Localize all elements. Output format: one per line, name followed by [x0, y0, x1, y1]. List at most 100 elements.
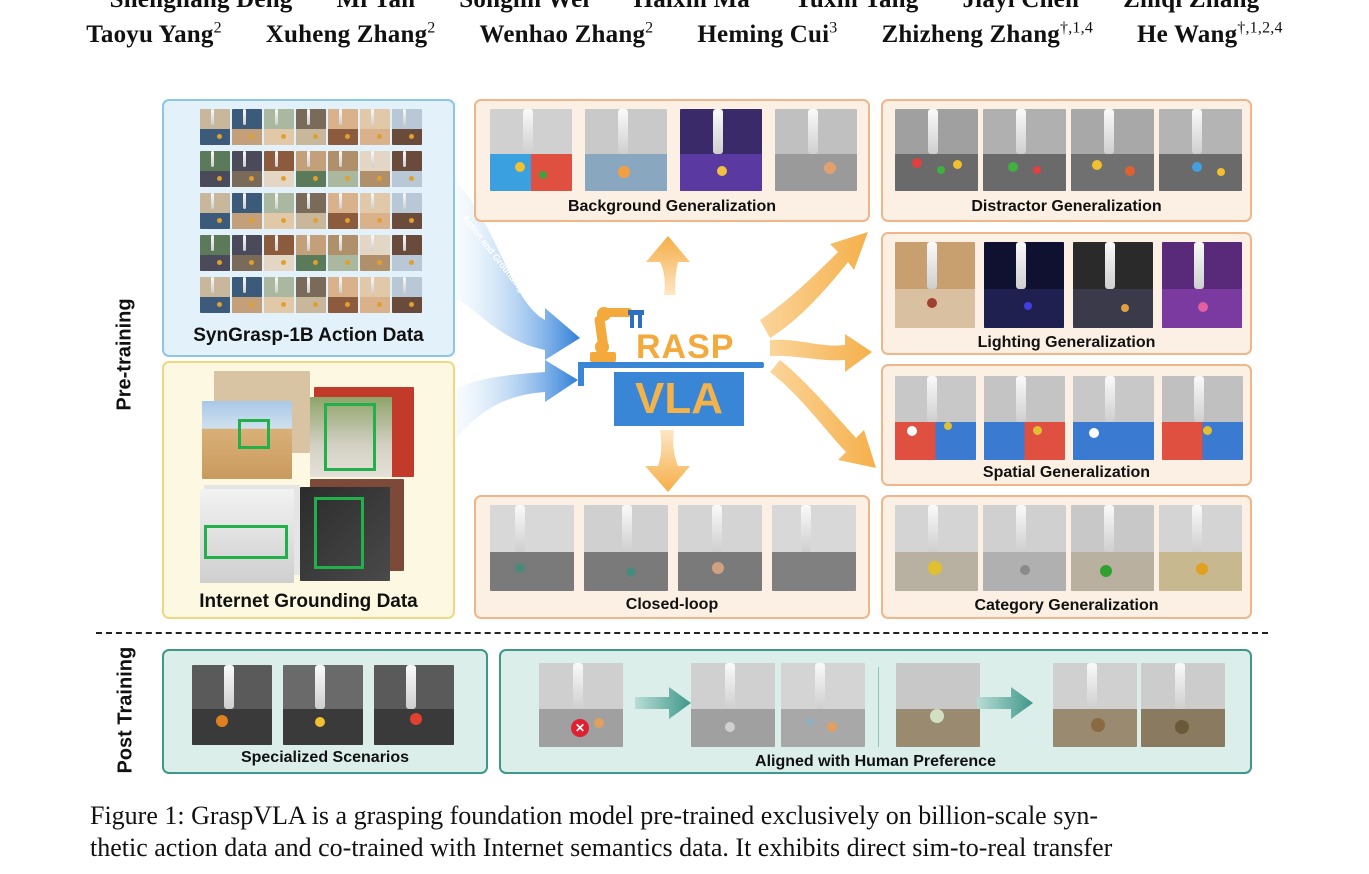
scene-photo [296, 109, 326, 145]
caption-line-2: thetic action data and co-trained with I… [90, 833, 1113, 862]
grounding-box [238, 419, 270, 449]
scene-object [824, 162, 837, 175]
scene-object [248, 260, 254, 266]
scene-object [312, 134, 318, 140]
robot-arm [370, 109, 375, 126]
scene-photo [392, 193, 422, 229]
photo-floor [296, 128, 326, 145]
scene-photo [678, 505, 762, 591]
robot-arm [274, 151, 279, 168]
photo-floor [283, 709, 363, 745]
photo-row [895, 109, 1243, 191]
photo-floor [1073, 289, 1153, 328]
robot-arm [306, 193, 311, 210]
photo-floor [984, 422, 1065, 460]
scene-photo [264, 193, 294, 229]
robot-arm [274, 277, 279, 294]
scene-photo [584, 505, 668, 591]
photo-floor [296, 212, 326, 229]
photo-floor [264, 296, 294, 313]
photo-floor [200, 128, 230, 145]
photo-floor [296, 254, 326, 271]
scene-object [344, 176, 350, 182]
human-pref-photos: ✕ [539, 663, 1225, 749]
author-affiliation: †,1,4 [1060, 20, 1094, 37]
photo-floor [328, 170, 358, 187]
spatial-title: Spatial Generalization [982, 464, 1151, 481]
robot-arm [274, 235, 279, 252]
scene-object [376, 218, 382, 224]
scene-photo [360, 277, 390, 313]
scene-photo [772, 505, 856, 591]
scene-object [1196, 563, 1209, 576]
photo-floor [328, 212, 358, 229]
category-title: Category Generalization [974, 597, 1159, 614]
scene-object [408, 134, 414, 140]
robot-arm [927, 376, 938, 423]
robot-arm [1104, 109, 1115, 155]
robot-arm [306, 151, 311, 168]
robot-arm [338, 277, 343, 294]
robot-arm [242, 109, 247, 126]
scene-object [716, 166, 727, 177]
scene-object [216, 302, 222, 308]
photo-floor [360, 128, 390, 145]
photo-floor [360, 296, 390, 313]
photo-floor [781, 709, 865, 747]
closed-loop-panel: Closed-loop [474, 495, 870, 619]
scene-photo [1162, 242, 1242, 328]
author-name: Zhiqi Zhang [1123, 0, 1259, 13]
scene-object [248, 218, 254, 224]
scene-object [911, 158, 922, 169]
robot-arm [370, 193, 375, 210]
scene-photo [895, 505, 978, 591]
photo-floor [1071, 154, 1154, 191]
scene-photo [691, 663, 775, 747]
photo-floor [1073, 422, 1154, 460]
photo-floor [296, 296, 326, 313]
photo-floor [232, 254, 262, 271]
scene-object [312, 302, 318, 308]
author-name: Heming Cui3 [697, 20, 838, 49]
robot-arm [242, 235, 247, 252]
scene-object [280, 302, 286, 308]
scene-object [593, 717, 604, 728]
scene-object [515, 563, 526, 574]
scene-photo [1073, 376, 1154, 460]
scene-photo [984, 376, 1065, 460]
scene-photo [296, 277, 326, 313]
photo-floor [983, 154, 1066, 191]
scene-photo [200, 235, 230, 271]
author-row-1: Shengliang DengMi YanSonglin WeiHaixin M… [0, 0, 1369, 14]
scene-photo [392, 151, 422, 187]
scene-object [1174, 720, 1189, 735]
robot-arm [1194, 242, 1204, 290]
scene-photo [232, 109, 262, 145]
scene-object [711, 561, 724, 574]
scene-object [248, 134, 254, 140]
robot-arm [402, 151, 407, 168]
scene-photo [264, 109, 294, 145]
photo-floor [1159, 154, 1242, 191]
photo-floor [360, 170, 390, 187]
robot-arm [338, 235, 343, 252]
logo-underline [578, 362, 764, 368]
robot-arm [1192, 109, 1203, 155]
scene-photo [1141, 663, 1225, 747]
scene-object [216, 176, 222, 182]
scene-photo [328, 235, 358, 271]
pretraining-label: Pre-training [113, 298, 136, 411]
scene-photo [232, 235, 262, 271]
robot-arm [1016, 109, 1027, 155]
photo-floor [392, 212, 422, 229]
action-label-arrow [455, 180, 580, 360]
syngrasp-title: SynGrasp-1B Action Data [193, 325, 424, 346]
robot-arm [210, 193, 215, 210]
photo-floor [328, 128, 358, 145]
logo-vla-box: VLA [614, 372, 744, 426]
scene-object [1007, 162, 1018, 173]
photo-floor [232, 170, 262, 187]
photo-floor [360, 212, 390, 229]
scene-photo [264, 277, 294, 313]
photo-floor [232, 128, 262, 145]
